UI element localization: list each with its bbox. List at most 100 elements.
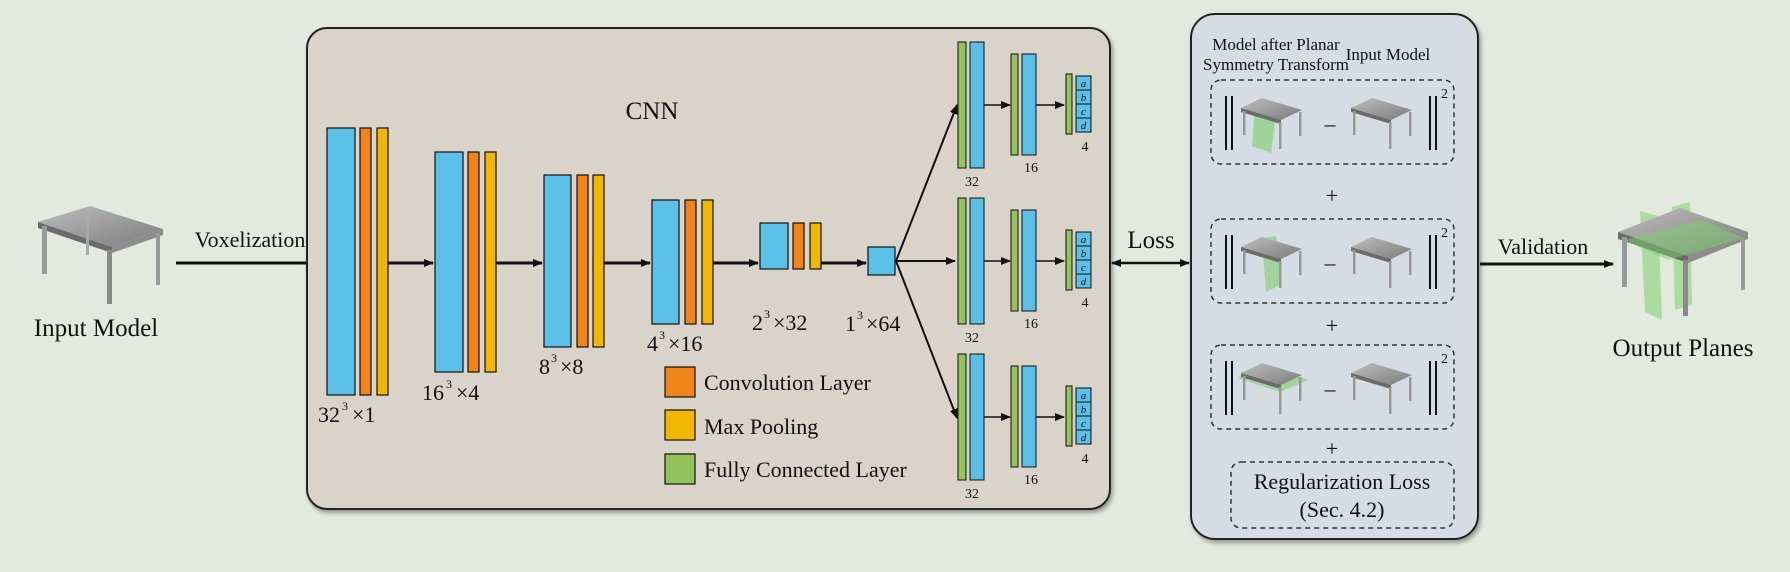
fc-output-16 [1021,209,1037,312]
svg-text:b: b [1081,404,1087,416]
voxel-block [543,174,572,348]
fc-label-4: 4 [1082,140,1089,155]
stage-5 [759,222,822,270]
fc-layer-4 [1065,385,1073,447]
plus-sign-2: + [1326,313,1338,338]
fc-layer-4 [1065,73,1073,135]
input-table-icon [38,206,163,304]
regularization-box [1230,461,1455,529]
pool-block [376,127,389,396]
legend-label-fc: Fully Connected Layer [704,457,908,482]
svg-text:a: a [1081,234,1087,246]
stage-label-2: 16 3 ×4 [422,377,479,405]
input-table-small-icon [1351,363,1412,414]
header-transformed-1: Model after Planar [1212,35,1340,54]
fc-label-32: 32 [965,487,979,502]
branch-arrows [895,104,958,419]
fc-label-32: 32 [965,331,979,346]
fc-branch-3: a b c d 32 16 4 [957,353,1092,502]
svg-text:3: 3 [342,399,348,413]
svg-text:d: d [1081,276,1087,288]
stage-4 [651,199,714,325]
minus-sign: – [1324,376,1337,401]
plus-sign-1: + [1326,183,1338,208]
stage-label-3: 8 3 ×8 [539,351,583,379]
legend-swatch-pool [664,409,696,441]
svg-text:1: 1 [845,311,856,336]
legend-label-conv: Convolution Layer [704,370,871,395]
fc-output-32 [969,41,985,169]
fc-label-4: 4 [1082,296,1089,311]
regularization-ref: (Sec. 4.2) [1300,497,1385,522]
output-planes-icon [1618,202,1748,320]
fc-label-16: 16 [1024,161,1038,176]
svg-text:×4: ×4 [456,380,479,405]
loss-term-2: – 2 [1210,218,1455,304]
fc-branch-2: a b c d 32 16 4 [957,197,1092,346]
fc-label-16: 16 [1024,473,1038,488]
voxel-block [434,151,464,373]
conv-block [359,127,372,396]
svg-text:3: 3 [551,351,557,365]
fc-output-16 [1021,53,1037,156]
svg-text:3: 3 [446,377,452,391]
fc-label-32: 32 [965,175,979,190]
plane-params: a b c d [1075,387,1092,445]
fc-output-16 [1021,365,1037,468]
svg-text:×8: ×8 [560,354,583,379]
svg-text:a: a [1081,390,1087,402]
legend-swatch-conv [664,366,696,398]
fc-output-32 [969,197,985,325]
regularization-label: Regularization Loss [1254,469,1431,494]
input-model-label: Input Model [34,315,158,342]
conv-block [684,199,697,325]
stage-2 [434,151,497,373]
output-planes-label: Output Planes [1613,335,1754,362]
svg-text:d: d [1081,432,1087,444]
stage-label-1: 32 3 ×1 [318,399,375,427]
pool-block [592,174,605,348]
svg-text:×64: ×64 [866,311,900,336]
legend-swatch-fc [664,453,696,485]
square-exponent: 2 [1441,87,1448,102]
pool-block [484,151,497,373]
svg-text:3: 3 [764,307,770,321]
transformed-table-icon [1241,98,1302,153]
plane-params: a b c d [1075,231,1092,289]
svg-text:32: 32 [318,402,340,427]
input-table-small-icon [1351,237,1412,288]
fc-layer-32 [957,353,967,481]
square-exponent: 2 [1441,352,1448,367]
header-transformed-2: Symmetry Transform [1203,55,1349,74]
svg-text:3: 3 [857,308,863,322]
svg-text:d: d [1081,120,1087,132]
loss-label: Loss [1127,227,1174,254]
loss-term-3: – 2 [1210,344,1455,430]
svg-text:×1: ×1 [352,402,375,427]
fc-label-16: 16 [1024,317,1038,332]
plus-sign-3: + [1326,436,1338,461]
voxel-block [326,127,356,396]
loss-term-1: – 2 [1210,79,1455,165]
svg-text:8: 8 [539,354,550,379]
svg-text:b: b [1081,248,1087,260]
pool-block [701,199,714,325]
voxel-block [651,199,680,325]
svg-text:c: c [1081,418,1086,430]
legend: Convolution Layer Max Pooling Fully Conn… [664,366,908,485]
minus-sign: – [1324,250,1337,275]
svg-text:c: c [1081,106,1086,118]
bottleneck-block [867,246,896,276]
conv-block [576,174,589,348]
fc-layer-32 [957,41,967,169]
voxel-block [759,222,789,270]
legend-label-pool: Max Pooling [704,414,818,439]
fc-layer-16 [1010,365,1019,468]
header-input-model: Input Model [1346,45,1431,64]
fc-branch-1: a b c d 32 16 4 [957,41,1092,190]
conv-block [792,222,805,270]
svg-text:16: 16 [422,380,444,405]
svg-text:4: 4 [647,331,658,356]
fc-label-4: 4 [1082,452,1089,467]
